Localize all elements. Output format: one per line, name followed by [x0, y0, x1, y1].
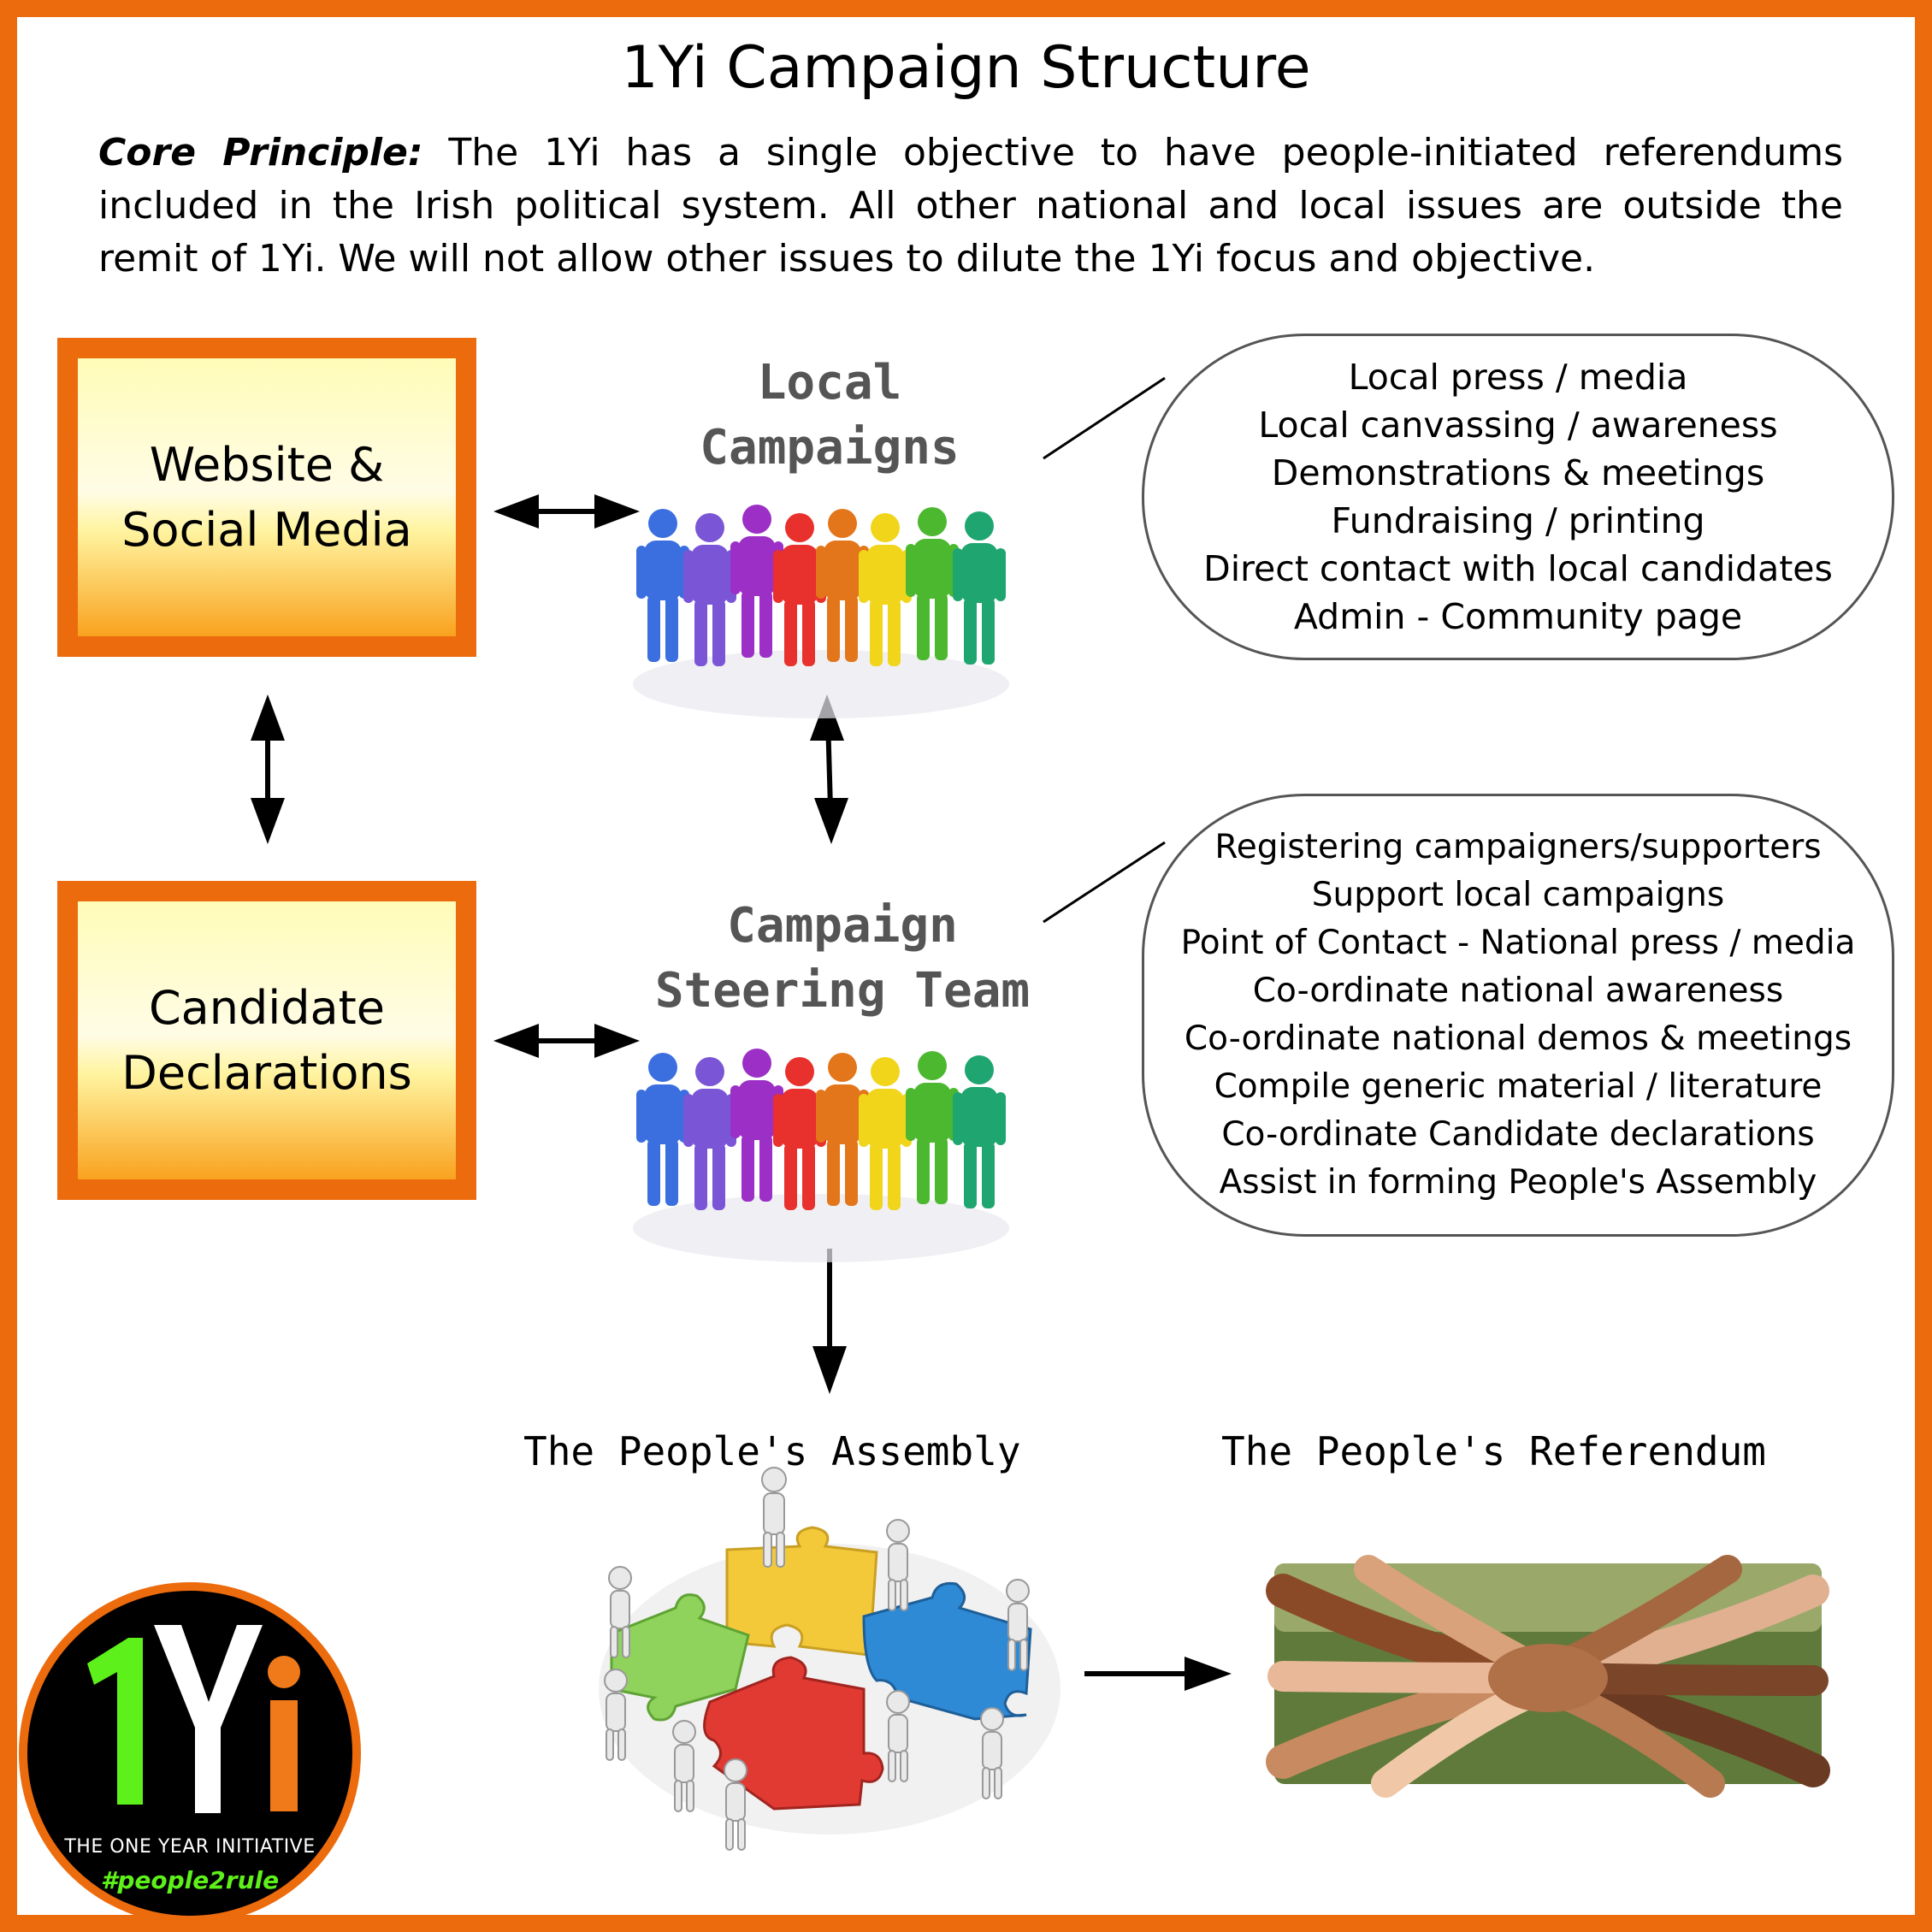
steering-team-title-line-2: Steering Team — [654, 963, 1031, 1019]
local-task: Local canvassing / awareness — [1258, 405, 1778, 446]
core-principle-text: The 1Yi has a single objective to have p… — [98, 131, 1844, 281]
people-reflection — [633, 1194, 1009, 1262]
steering-task: Compile generic material / literature — [1214, 1067, 1823, 1106]
steering-team-title-line-1: Campaign — [727, 898, 958, 954]
core-principle: Core Principle: The 1Yi has a single obj… — [98, 127, 1843, 286]
person-figure-icon — [859, 1057, 912, 1210]
person-figure-icon — [906, 507, 959, 660]
steering-task: Registering campaigners/supporters — [1214, 828, 1822, 866]
website-box-line-1: Website & — [149, 437, 385, 492]
steering-team-title: Campaign Steering Team — [607, 894, 1078, 1024]
connector-steering-pill — [1043, 841, 1166, 924]
local-task: Local press / media — [1348, 357, 1688, 398]
puzzle-assembly-icon — [599, 1467, 1061, 1851]
core-principle-label: Core Principle: — [98, 131, 423, 174]
person-figure-icon — [773, 1057, 826, 1210]
1yi-logo-mark-icon — [87, 1625, 300, 1813]
logo-subtitle: THE ONE YEAR INITIATIVE — [64, 1836, 316, 1858]
person-figure-icon — [953, 511, 1006, 665]
candidate-declarations-box: Candidate Declarations — [57, 881, 476, 1200]
steering-task: Assist in forming People's Assembly — [1219, 1163, 1817, 1202]
person-figure-icon — [636, 509, 689, 662]
steering-team-tasks: Registering campaigners/supporters Suppo… — [1142, 794, 1894, 1237]
candidate-box-line-2: Declarations — [121, 1045, 412, 1100]
logo-hashtag: #people2rule — [100, 1866, 280, 1894]
double-arrow-candidate-steering — [493, 1024, 640, 1058]
local-task: Direct contact with local candidates — [1203, 548, 1833, 589]
person-figure-icon — [683, 513, 736, 666]
local-task: Demonstrations & meetings — [1271, 452, 1765, 493]
peoples-assembly-title: The People's Assembly — [523, 1428, 1021, 1474]
local-task: Fundraising / printing — [1331, 500, 1705, 541]
connector-local-pill — [1043, 376, 1166, 460]
local-campaigns-title-line-1: Local — [757, 355, 902, 411]
steering-task: Co-ordinate national awareness — [1252, 972, 1784, 1010]
hands-together-image — [1266, 1555, 1830, 1798]
people-group-steering-icon — [633, 1049, 1009, 1262]
page-title: 1Yi Campaign Structure — [621, 34, 1311, 102]
person-figure-icon — [906, 1051, 959, 1204]
people-group-local-icon — [633, 505, 1009, 718]
person-figure-icon — [636, 1053, 689, 1206]
person-figure-icon — [683, 1057, 736, 1210]
local-task: Admin - Community page — [1293, 596, 1743, 637]
person-figure-icon — [773, 513, 826, 666]
peoples-referendum-title: The People's Referendum — [1221, 1428, 1766, 1474]
arrow-assembly-to-referendum — [1084, 1657, 1232, 1691]
local-campaigns-title: Local Campaigns — [633, 351, 1026, 481]
steering-task: Co-ordinate national demos & meetings — [1184, 1019, 1852, 1058]
candidate-box-line-1: Candidate — [148, 980, 386, 1035]
1yi-logo: THE ONE YEAR INITIATIVE #people2rule — [19, 1582, 361, 1924]
double-arrow-website-candidate — [251, 694, 285, 844]
local-campaigns-title-line-2: Campaigns — [700, 420, 960, 476]
person-figure-icon — [953, 1055, 1006, 1208]
steering-task: Support local campaigns — [1311, 876, 1725, 914]
arrow-down-to-assembly — [812, 1249, 847, 1394]
double-arrow-website-local — [493, 494, 640, 529]
steering-task: Co-ordinate Candidate declarations — [1221, 1115, 1815, 1154]
website-social-media-box: Website & Social Media — [57, 338, 476, 657]
website-box-line-2: Social Media — [121, 502, 412, 557]
people-reflection — [633, 650, 1009, 718]
person-figure-icon — [859, 513, 912, 666]
local-campaigns-tasks: Local press / media Local canvassing / a… — [1142, 334, 1894, 660]
steering-task: Point of Contact - National press / medi… — [1180, 924, 1856, 962]
